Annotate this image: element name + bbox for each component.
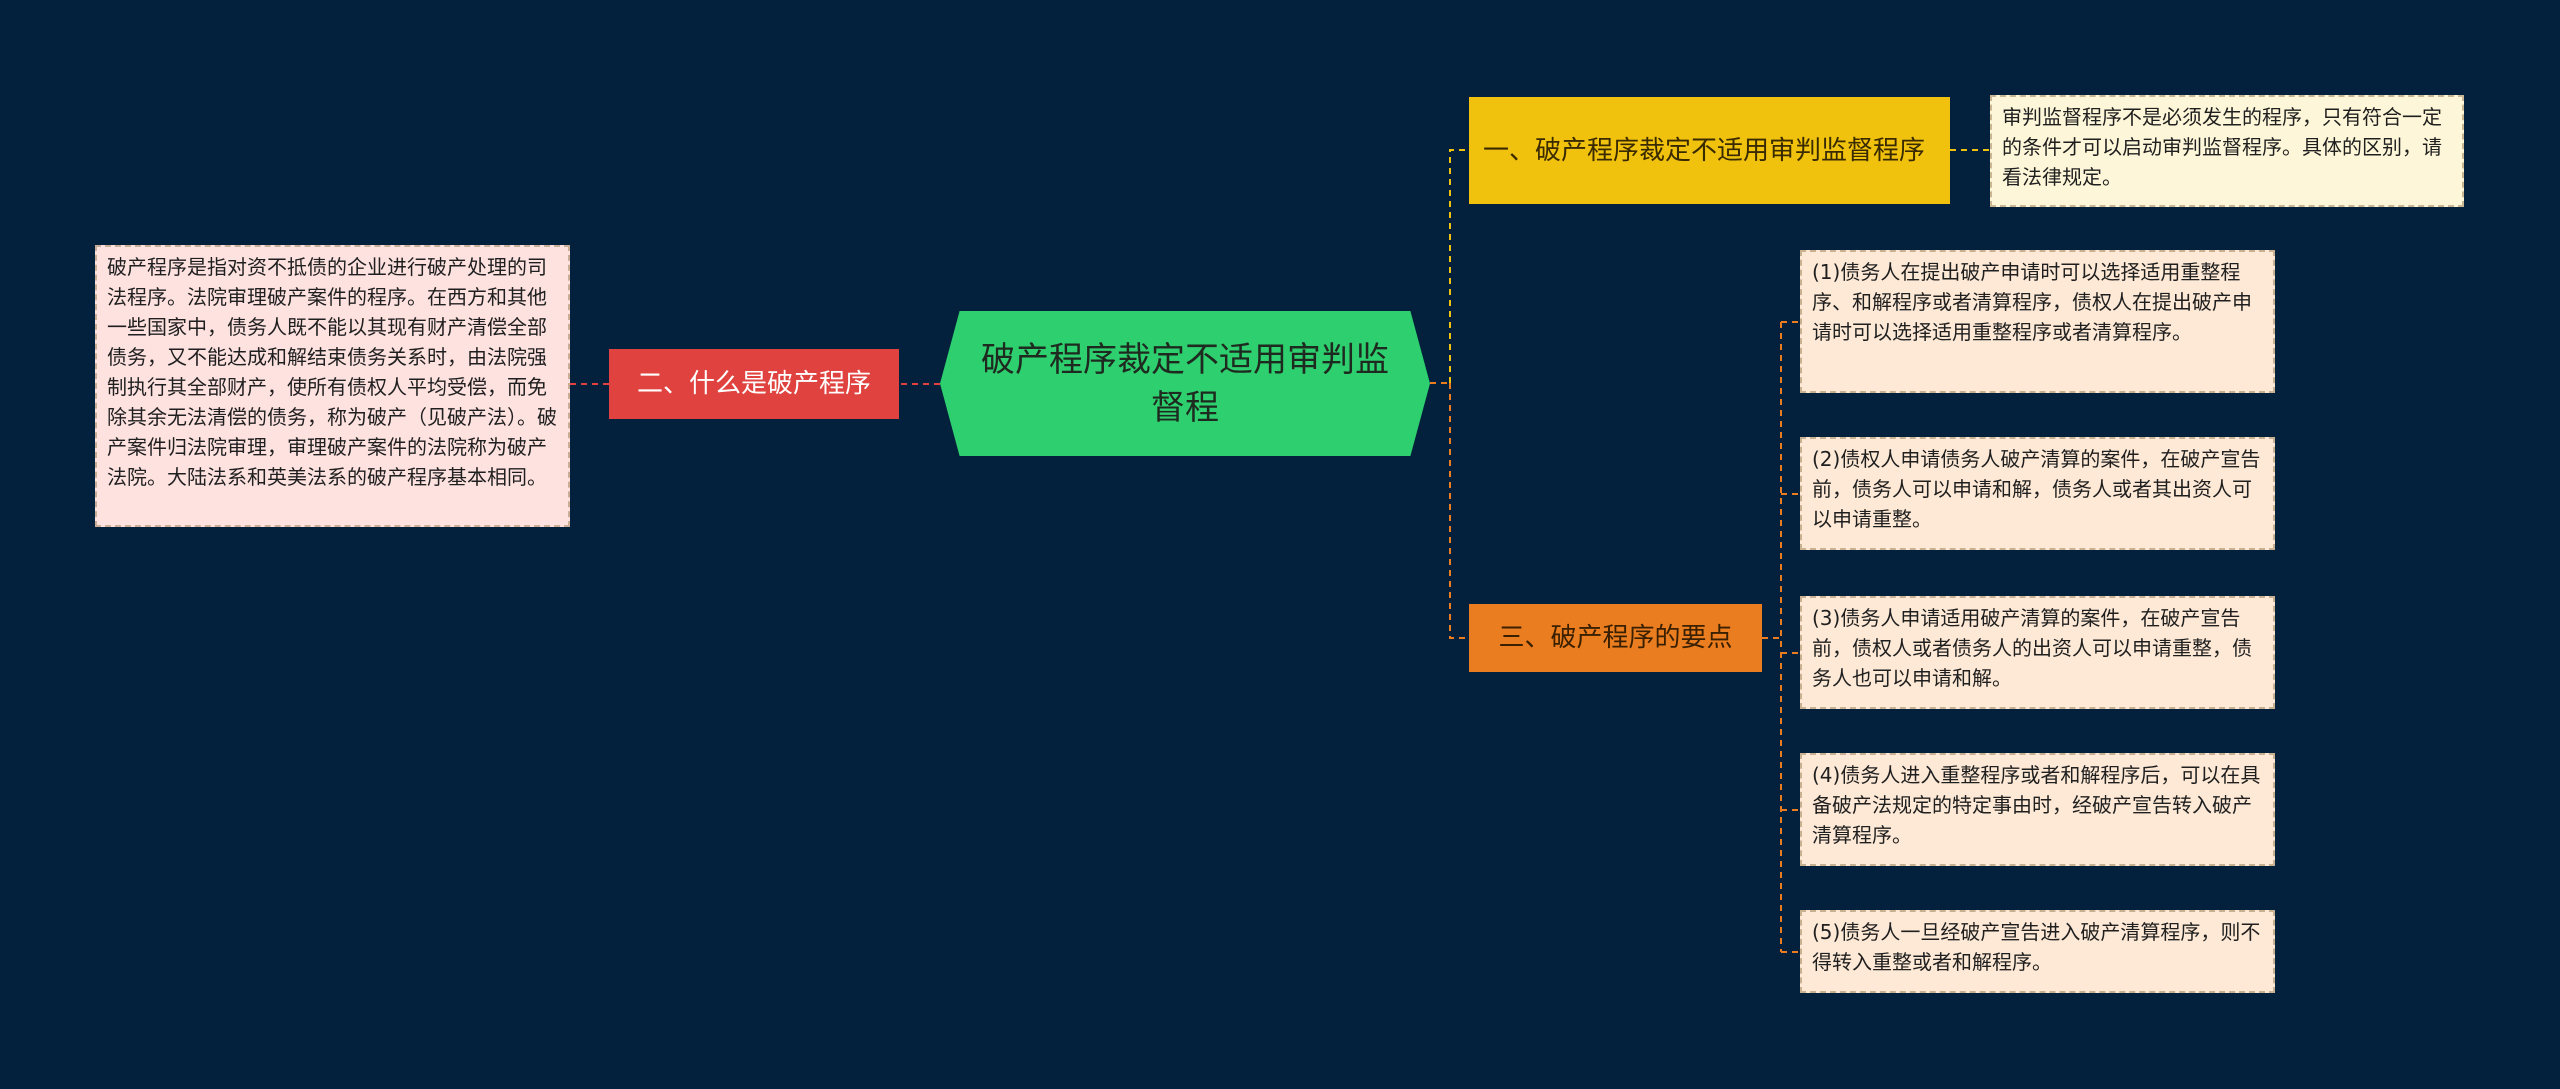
- branch-topic-2-text: 二、什么是破产程序: [636, 369, 871, 399]
- leaf-topic-1-1-text: 审判监督程序不是必须发生的程序，只有符合一定的条件才可以启动审判监督程序。具体的…: [2002, 105, 2442, 189]
- connector-to-branch-3: [1449, 383, 1469, 639]
- leaf-topic-3-1[interactable]: (1)债务人在提出破产申请时可以选择适用重整程序、和解程序或者清算程序，债权人在…: [1800, 250, 2275, 393]
- branch-topic-3[interactable]: 三、破产程序的要点: [1469, 604, 1762, 672]
- leaf-topic-3-2-text: (2)债权人申请债务人破产清算的案件，在破产宣告前，债务人可以申请和解，债务人或…: [1812, 447, 2261, 531]
- branch-topic-1-text: 一、破产程序裁定不适用审判监督程序: [1483, 135, 1926, 166]
- leaf-topic-3-2[interactable]: (2)债权人申请债务人破产清算的案件，在破产宣告前，债务人可以申请和解，债务人或…: [1800, 437, 2275, 550]
- leaf-topic-1-1[interactable]: 审判监督程序不是必须发生的程序，只有符合一定的条件才可以启动审判监督程序。具体的…: [1990, 95, 2464, 207]
- leaf-topic-2-1-text: 破产程序是指对资不抵债的企业进行破产处理的司法程序。法院审理破产案件的程序。在西…: [107, 255, 557, 489]
- leaf-topic-3-5[interactable]: (5)债务人一旦经破产宣告进入破产清算程序，则不得转入重整或者和解程序。: [1800, 910, 2275, 993]
- leaf-topic-2-1[interactable]: 破产程序是指对资不抵债的企业进行破产处理的司法程序。法院审理破产案件的程序。在西…: [95, 245, 570, 527]
- leaf-topic-3-3[interactable]: (3)债务人申请适用破产清算的案件，在破产宣告前，债权人或者债务人的出资人可以申…: [1800, 596, 2275, 709]
- connector-branch-3-spine: [1762, 322, 1782, 952]
- leaf-topic-3-3-text: (3)债务人申请适用破产清算的案件，在破产宣告前，债权人或者债务人的出资人可以申…: [1812, 606, 2252, 690]
- branch-topic-2[interactable]: 二、什么是破产程序: [609, 349, 899, 419]
- branch-topic-1[interactable]: 一、破产程序裁定不适用审判监督程序: [1469, 97, 1950, 204]
- central-topic-text: 破产程序裁定不适用审判监督程: [981, 339, 1389, 428]
- leaf-topic-3-4-text: (4)债务人进入重整程序或者和解程序后，可以在具备破产法规定的特定事由时，经破产…: [1812, 763, 2261, 847]
- leaf-topic-3-5-text: (5)债务人一旦经破产宣告进入破产清算程序，则不得转入重整或者和解程序。: [1812, 920, 2261, 974]
- leaf-topic-3-4[interactable]: (4)债务人进入重整程序或者和解程序后，可以在具备破产法规定的特定事由时，经破产…: [1800, 753, 2275, 866]
- leaf-topic-3-1-text: (1)债务人在提出破产申请时可以选择适用重整程序、和解程序或者清算程序，债权人在…: [1812, 260, 2252, 344]
- connector-to-branch-1: [1449, 149, 1469, 383]
- central-topic[interactable]: 破产程序裁定不适用审判监督程: [940, 311, 1430, 456]
- branch-topic-3-text: 三、破产程序的要点: [1498, 623, 1733, 653]
